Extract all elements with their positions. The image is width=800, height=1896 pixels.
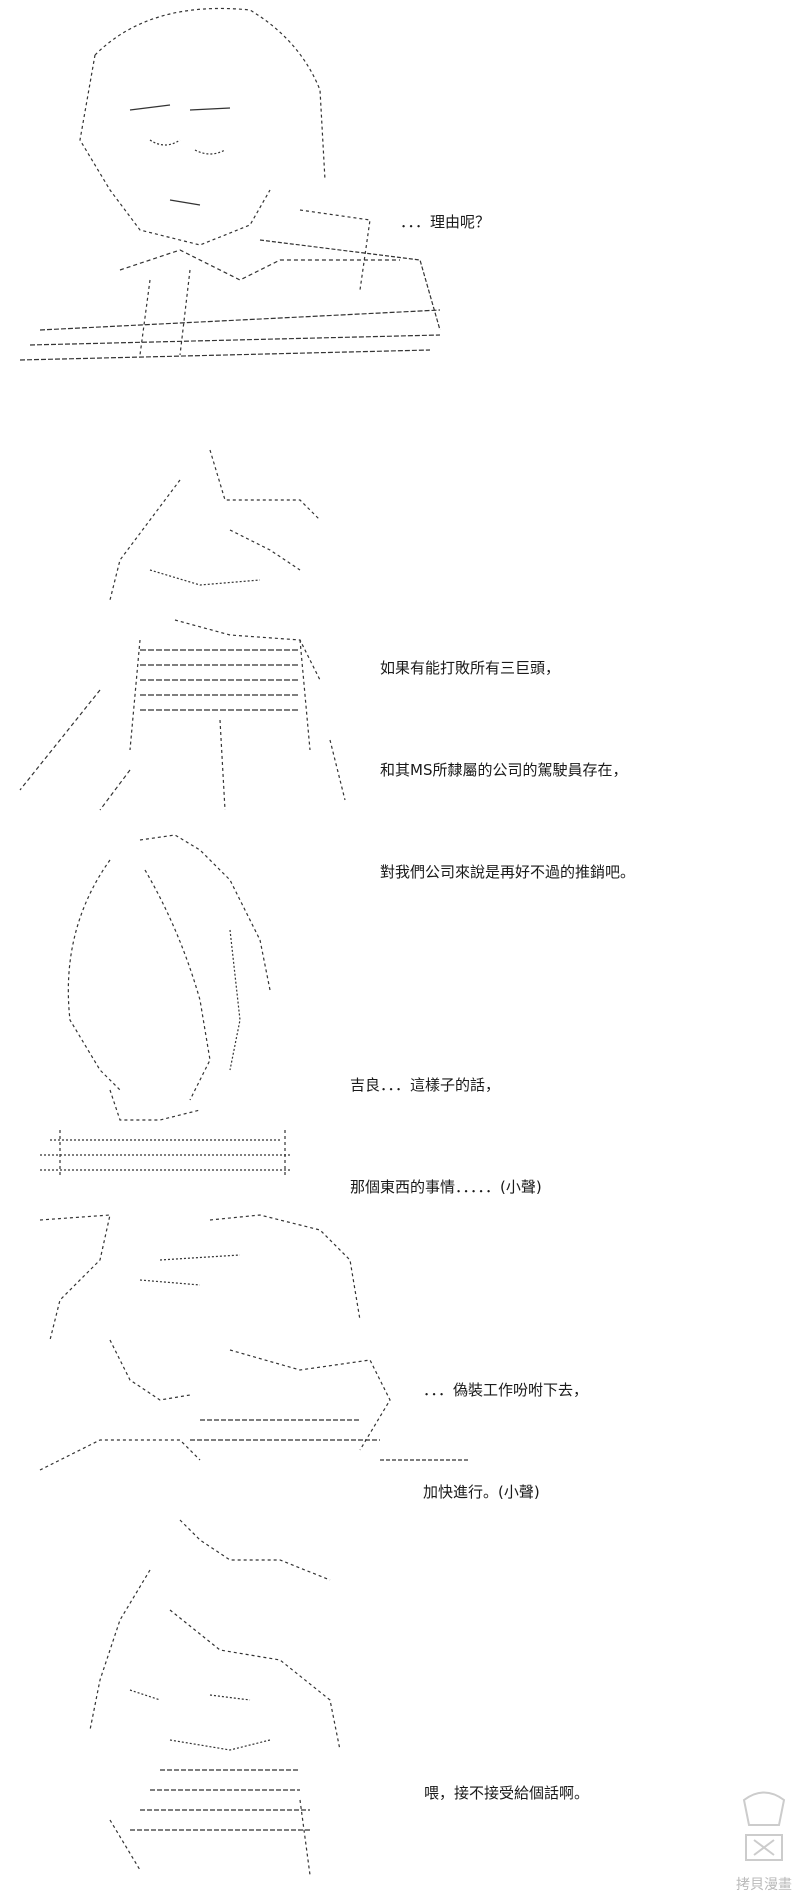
ascii-art-character-2 [0, 440, 380, 820]
panel-3: 吉良．．．這樣子的話， 那個東西的事情．．．．．(小聲) [0, 820, 800, 1200]
dialogue-line: 吉良．．．這樣子的話， [350, 1076, 501, 1094]
dialogue-line: 和其MS所隸屬的公司的駕駛員存在， [380, 761, 628, 779]
panel-5: 喂，接不接受給個話啊。 拷貝漫畫 [0, 1500, 800, 1896]
dialogue-line: 加快進行。(小聲) [423, 1483, 540, 1501]
dialogue-2: 如果有能打敗所有三巨頭， 和其MS所隸屬的公司的駕駛員存在， 對我們公司來說是再… [380, 583, 635, 957]
watermark-text: 拷貝漫畫 [736, 1877, 792, 1893]
dialogue-line: 喂，接不接受給個話啊。 [424, 1784, 590, 1802]
dialogue-4: ．．．偽裝工作吩咐下去， 加快進行。(小聲) [423, 1305, 588, 1577]
ascii-art-character-5 [0, 1500, 380, 1890]
panel-4: ．．．偽裝工作吩咐下去， 加快進行。(小聲) [0, 1200, 800, 1501]
ascii-art-character-1 [0, 0, 480, 380]
dialogue-line: 如果有能打敗所有三巨頭， [380, 659, 561, 677]
ascii-art-character-4 [0, 1200, 480, 1500]
ascii-art-character-3 [0, 820, 320, 1190]
dialogue-line: ．．．偽裝工作吩咐下去， [423, 1381, 589, 1399]
dialogue-line: ．．．理由呢？ [400, 213, 491, 231]
dialogue-line: 那個東西的事情．．．．．(小聲) [350, 1178, 542, 1196]
dialogue-1: ．．．理由呢？ [400, 137, 490, 307]
dialogue-5: 喂，接不接受給個話啊。 [424, 1708, 589, 1878]
dialogue-line: 對我們公司來說是再好不過的推銷吧。 [380, 863, 636, 881]
panel-1: ．．．理由呢？ [0, 0, 800, 380]
watermark-logo [734, 1780, 794, 1890]
dialogue-3: 吉良．．．這樣子的話， 那個東西的事情．．．．．(小聲) [350, 1000, 542, 1272]
panel-2: 如果有能打敗所有三巨頭， 和其MS所隸屬的公司的駕駛員存在， 對我們公司來說是再… [0, 440, 800, 881]
